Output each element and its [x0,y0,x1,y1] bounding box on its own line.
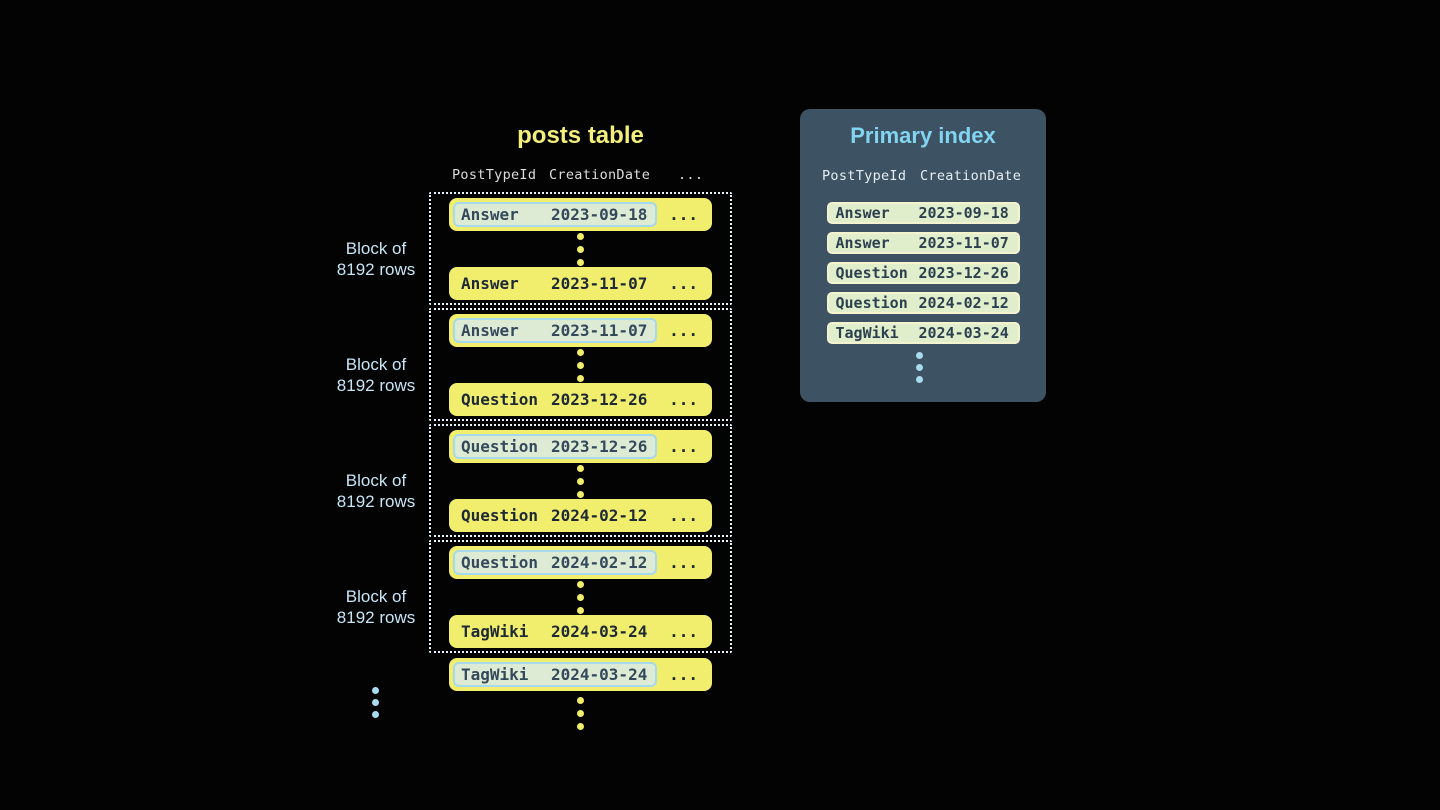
ellipsis-dots-vertical [577,232,584,266]
posttype-value: Answer [461,274,519,293]
posttype-value: TagWiki [461,622,529,641]
table-row: TagWiki 2024-03-24 ... [449,658,712,691]
block-3: Question 2023-12-26 ... Question 2024-02… [429,424,732,537]
creationdate-value: 2023-11-07 [551,321,648,340]
creationdate-value: 2024-02-12 [551,506,648,525]
row-more-ellipsis: ... [669,553,698,572]
posttype-value: TagWiki [835,324,899,342]
posttype-value: Question [835,294,908,312]
posts-header-posttypeid: PostTypeId [452,167,537,183]
posttype-value: Question [461,390,539,409]
posttype-value: Question [461,553,539,572]
index-row: Question 2024-02-12 [826,292,1020,314]
index-row: Question 2023-12-26 [826,262,1020,284]
ellipsis-dots-vertical [577,697,584,730]
posttype-value: Answer [461,205,519,224]
row-more-ellipsis: ... [669,205,698,224]
index-row: TagWiki 2024-03-24 [826,322,1020,344]
row-more-ellipsis: ... [669,437,698,456]
posttype-value: TagWiki [461,665,529,684]
table-row: Answer 2023-11-07 ... [449,314,712,347]
table-row: Answer 2023-11-07 ... [449,267,712,300]
creationdate-value: 2023-09-18 [551,205,648,224]
creationdate-value: 2023-12-26 [918,264,1009,282]
posttype-value: Answer [461,321,519,340]
row-more-ellipsis: ... [669,321,698,340]
ellipsis-dots-vertical [577,348,584,382]
table-row: Question 2023-12-26 ... [449,383,712,416]
creationdate-value: 2023-12-26 [551,437,648,456]
creationdate-value: 2023-11-07 [918,234,1009,252]
posttype-value: Answer [835,204,890,222]
creationdate-value: 2024-02-12 [918,294,1009,312]
row-cell: Answer 2023-11-07 [453,271,657,296]
posttype-value: Question [461,506,539,525]
index-row: Answer 2023-09-18 [826,202,1020,224]
creationdate-value: 2024-03-24 [551,622,648,641]
posts-header-more-columns-ellipsis: ... [678,167,704,183]
row-more-ellipsis: ... [669,274,698,293]
row-more-ellipsis: ... [669,665,698,684]
table-row: Question 2024-02-12 ... [449,499,712,532]
creationdate-value: 2024-03-24 [918,324,1009,342]
index-rows: Answer 2023-09-18 Answer 2023-11-07 Ques… [800,202,1046,352]
index-header-posttypeid: PostTypeId [822,168,907,184]
primary-index-panel: Primary index PostTypeId CreationDate An… [800,109,1046,402]
index-highlight-cell: TagWiki 2024-03-24 [453,662,658,687]
posts-header-creationdate: CreationDate [549,167,651,183]
creationdate-value: 2024-02-12 [551,553,648,572]
row-more-ellipsis: ... [669,622,698,641]
index-header-creationdate: CreationDate [920,168,1022,184]
row-cell: TagWiki 2024-03-24 [453,619,657,644]
posttype-value: Answer [835,234,890,252]
posttype-value: Question [461,437,539,456]
creationdate-value: 2023-09-18 [918,204,1009,222]
creationdate-value: 2024-03-24 [551,665,648,684]
ellipsis-dots-vertical [577,580,584,614]
block-4: Question 2024-02-12 ... TagWiki 2024-03-… [429,540,732,653]
posttype-value: Question [835,264,908,282]
index-row: Answer 2023-11-07 [826,232,1020,254]
ellipsis-dots-vertical [916,352,923,383]
table-row: TagWiki 2024-03-24 ... [449,615,712,648]
ellipsis-dots-vertical [577,464,584,498]
creationdate-value: 2023-11-07 [551,274,648,293]
posts-table-title: posts table [517,122,644,149]
row-more-ellipsis: ... [669,390,698,409]
index-highlight-cell: Question 2023-12-26 [453,434,658,459]
index-highlight-cell: Question 2024-02-12 [453,550,658,575]
table-row: Question 2024-02-12 ... [449,546,712,579]
table-row: Question 2023-12-26 ... [449,430,712,463]
row-more-ellipsis: ... [669,506,698,525]
index-highlight-cell: Answer 2023-11-07 [453,318,658,343]
row-cell: Question 2023-12-26 [453,387,657,412]
creationdate-value: 2023-12-26 [551,390,648,409]
ellipsis-dots-vertical [372,687,379,718]
block-1: Answer 2023-09-18 ... Answer 2023-11-07 … [429,192,732,305]
index-highlight-cell: Answer 2023-09-18 [453,202,658,227]
table-row: Answer 2023-09-18 ... [449,198,712,231]
block-2: Answer 2023-11-07 ... Question 2023-12-2… [429,308,732,421]
primary-index-title: Primary index [850,123,996,148]
row-cell: Question 2024-02-12 [453,503,657,528]
